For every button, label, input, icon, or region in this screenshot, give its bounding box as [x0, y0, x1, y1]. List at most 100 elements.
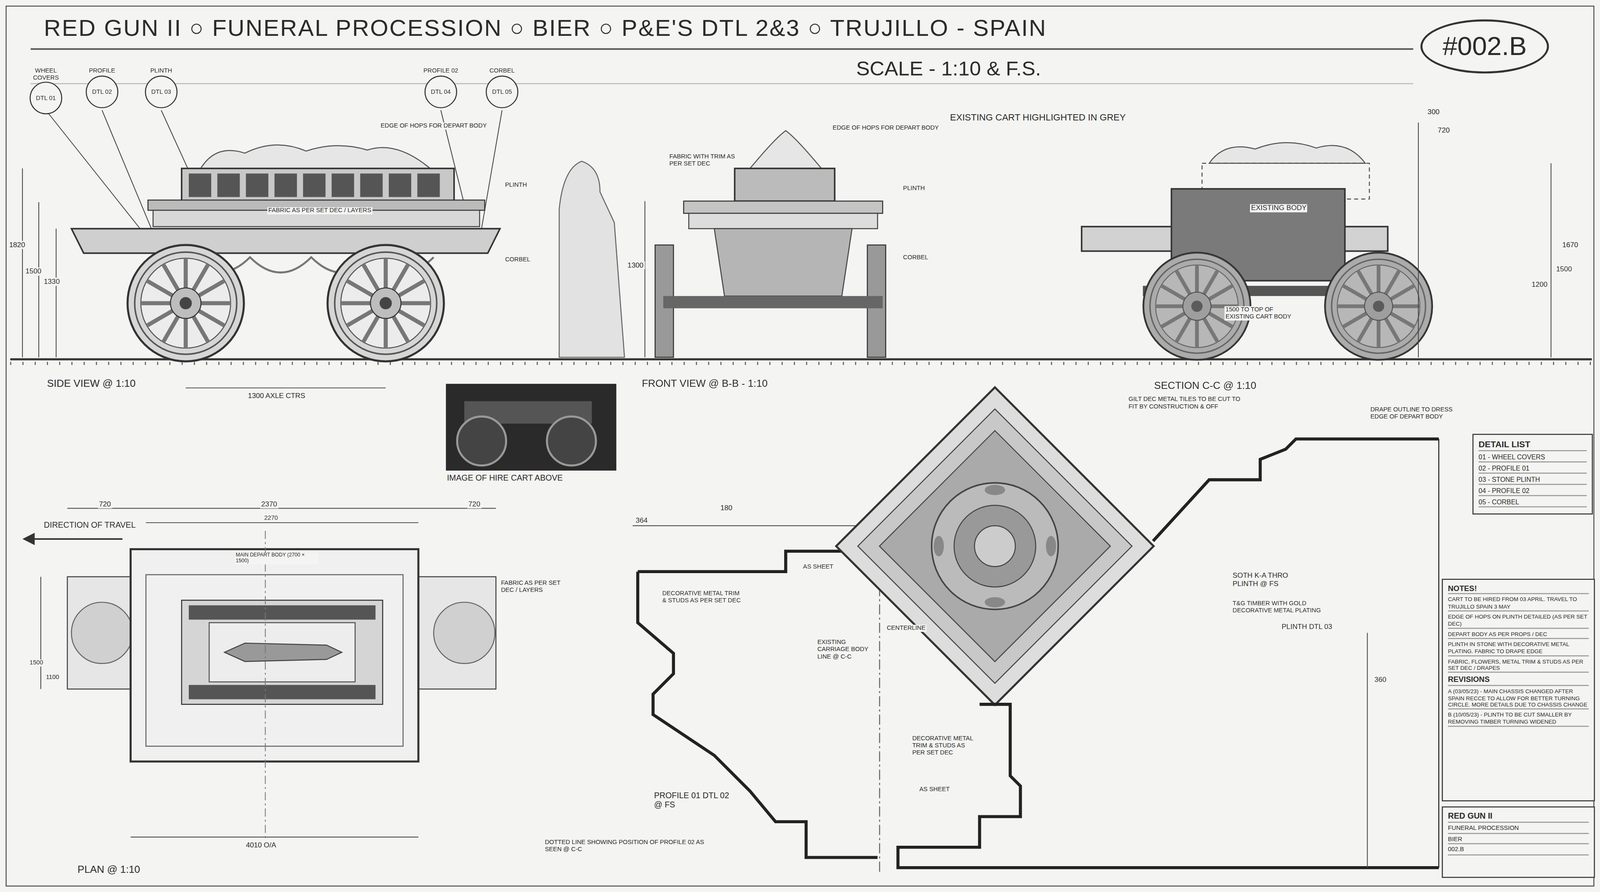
front-view-part — [688, 213, 878, 229]
plinth-detail-part — [933, 535, 944, 557]
callout-number: DTL 02 — [92, 88, 113, 95]
plinth-detail-part — [974, 525, 1016, 567]
panel-line: 002.B — [1447, 845, 1589, 855]
panel-line: 03 - STONE PLINTH — [1478, 475, 1588, 485]
plan-view-part — [67, 507, 497, 509]
side-view-part — [388, 173, 412, 197]
side-view-part — [188, 173, 212, 197]
panel-line: 01 - WHEEL COVERS — [1478, 452, 1588, 462]
detail-callout: CORBELDTL 05 — [471, 67, 533, 108]
side-view-part — [38, 202, 40, 358]
drawing-note: FABRIC AS PER SET DEC / LAYERS — [500, 579, 574, 594]
drawing-note: FRONT VIEW @ B-B - 1:10 — [640, 377, 769, 390]
front-view-part — [644, 200, 646, 358]
panel-line: 05 - CORBEL — [1478, 497, 1588, 508]
drawing-note: DECORATIVE METAL TRIM & STUDS AS PER SET… — [661, 590, 745, 605]
note-panel: RED GUN IIFUNERAL PROCESSIONBIER002.B — [1441, 806, 1595, 878]
plan-view — [22, 508, 496, 848]
panel-line: CART TO BE HIRED FROM 03 APRIL. TRAVEL T… — [1447, 596, 1589, 612]
panel-line: FUNERAL PROCESSION — [1447, 824, 1589, 834]
plan-view-part — [30, 537, 123, 540]
leader-lines-part — [479, 110, 503, 240]
plinth-detail-part — [931, 482, 1059, 610]
photo-hire-cart-part — [547, 416, 597, 466]
panel-heading: NOTES! — [1447, 583, 1589, 595]
panel-line: EDGE OF HOPS ON PLINTH DETAILED (AS PER … — [1447, 613, 1589, 629]
side-view-part — [327, 245, 444, 362]
plinth-detail-part-part — [836, 387, 1154, 705]
photo-hire-cart — [445, 383, 617, 471]
drawing-note: CORBEL — [902, 254, 930, 262]
side-view-part — [559, 161, 625, 358]
profile-02-part — [1438, 438, 1440, 868]
drawing-note: 1200 — [1530, 280, 1549, 289]
drawing-note: 720 — [97, 500, 113, 509]
drawing-note: DRAPE OUTLINE TO DRESS EDGE OF DEPART BO… — [1369, 406, 1459, 421]
drawing-note: EDGE OF HOPS FOR DEPART BODY — [379, 122, 488, 130]
callout-circle: DTL 04 — [424, 75, 458, 108]
plan-view-part — [130, 549, 419, 762]
plan-view-part — [188, 605, 376, 620]
drawing-note: CORBEL — [504, 256, 532, 264]
side-view-part — [274, 173, 298, 197]
callout-circle: DTL 02 — [85, 75, 119, 108]
leader-lines-part — [45, 110, 153, 245]
panel-heading: RED GUN II — [1447, 811, 1589, 823]
drawing-note: 1500 — [24, 267, 43, 276]
section-view — [1081, 122, 1552, 360]
profile-02-part — [1152, 438, 1439, 541]
panel-line: B (10/05/23) - PLINTH TO BE CUT SMALLER … — [1447, 711, 1589, 727]
callout-number: DTL 05 — [492, 88, 513, 95]
plinth-detail-part — [984, 597, 1005, 608]
plan-view-part — [209, 622, 355, 682]
callout-circle: DTL 03 — [145, 75, 178, 108]
panel-line: 04 - PROFILE 02 — [1478, 486, 1588, 496]
callout-number: DTL 03 — [151, 88, 172, 95]
drawing-note: CENTERLINE — [885, 624, 927, 632]
side-view-part — [185, 387, 386, 389]
side-view-part — [245, 173, 269, 197]
callout-heading: WHEEL COVERS — [23, 67, 69, 81]
side-view-part — [55, 228, 57, 358]
sheet-frame-part — [10, 361, 1592, 365]
plinth-detail-part — [836, 387, 1154, 705]
photo-hire-cart-part — [445, 383, 617, 471]
drawing-note: SECTION C-C @ 1:10 — [1152, 379, 1258, 392]
side-view-part — [71, 228, 500, 254]
callout-heading: PROFILE 02 — [418, 67, 464, 75]
drawing-note: SOTH K-A THRO PLINTH @ FS — [1231, 571, 1311, 588]
drawing-note: 1500 — [1555, 265, 1573, 274]
note-panel: DETAIL LIST01 - WHEEL COVERS02 - PROFILE… — [1472, 433, 1593, 515]
drawing-note: DOTTED LINE SHOWING POSITION OF PROFILE … — [543, 838, 720, 853]
side-view-part — [127, 245, 244, 362]
plinth-detail-part-part — [879, 430, 1111, 662]
plan-view-part — [181, 600, 383, 705]
detail-callout: PROFILEDTL 02 — [71, 67, 133, 108]
sheet-frame-part — [30, 83, 1413, 85]
side-view-part — [199, 145, 434, 172]
side-view-part — [417, 173, 440, 197]
plinth-detail-part — [954, 505, 1036, 587]
section-view-part — [1325, 252, 1433, 360]
drawing-note: SIDE VIEW @ 1:10 — [45, 377, 137, 390]
section-view-part — [1550, 163, 1552, 358]
side-view-part — [360, 173, 383, 197]
callout-number: DTL 04 — [430, 88, 451, 95]
drawing-note: MAIN DEPART BODY (2700 × 1500) — [234, 552, 319, 564]
panel-line: PLINTH IN STONE WITH DECORATIVE METAL PL… — [1447, 640, 1589, 656]
drawing-note: 720 — [467, 500, 482, 509]
profile-02-part — [1367, 632, 1368, 868]
photo-hire-cart-part — [457, 416, 507, 466]
drawing-note: PLAN @ 1:10 — [76, 863, 142, 875]
plinth-detail-part-part — [857, 408, 1133, 683]
plinth-detail-part — [984, 484, 1005, 495]
drawing-note: DECORATIVE METAL TRIM & STUDS AS PER SET… — [911, 734, 977, 756]
drawing-note: 364 — [634, 516, 649, 525]
front-view-part — [734, 168, 835, 201]
drawing-note: PLINTH — [504, 181, 528, 189]
profile-02-part — [897, 704, 1439, 868]
section-view-part — [1209, 142, 1366, 164]
drawing-note: IMAGE OF HIRE CART ABOVE — [445, 473, 564, 483]
drawing-note: 1330 — [42, 277, 61, 286]
